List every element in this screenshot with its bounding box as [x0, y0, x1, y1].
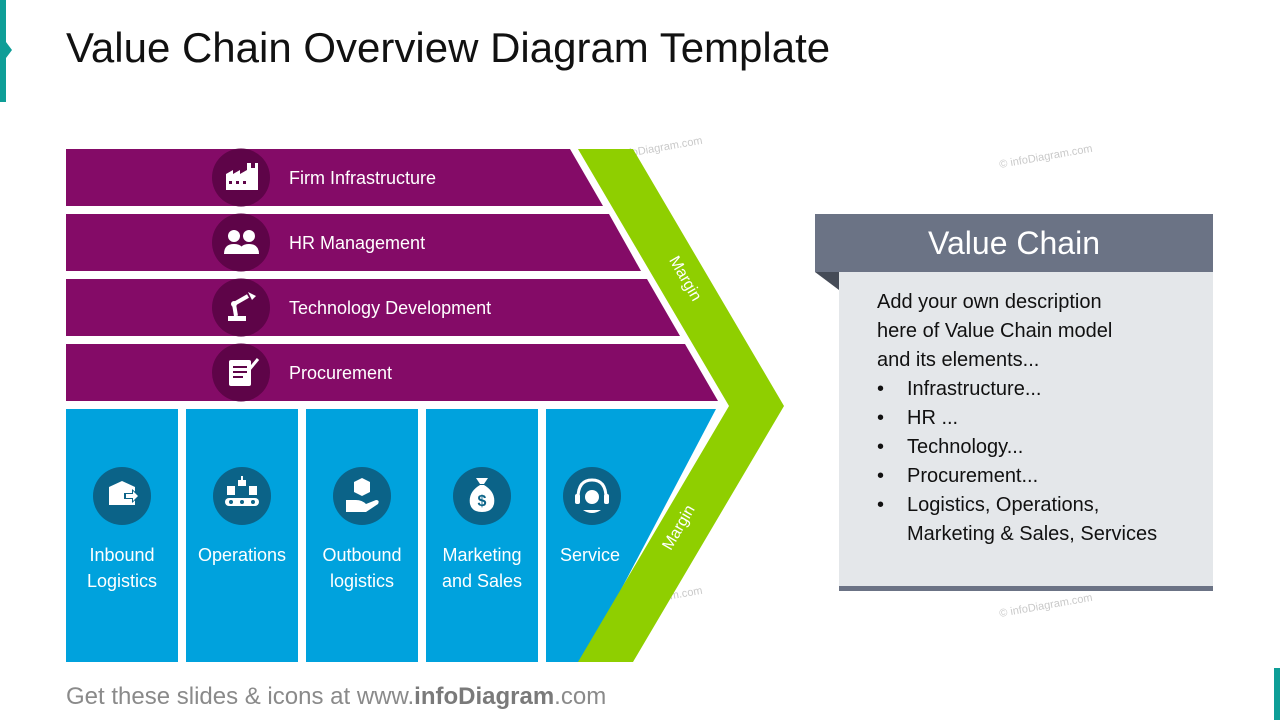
contract-icon [229, 358, 260, 386]
description-panel: Add your own description here of Value C… [839, 272, 1213, 591]
icon-badge [213, 467, 271, 525]
primary-label-line1: Operations [198, 545, 286, 565]
people-icon [224, 230, 259, 254]
svg-text:$: $ [478, 493, 487, 510]
accent-notch [6, 42, 12, 58]
primary-column [186, 409, 298, 662]
primary-column [426, 409, 538, 662]
footer-link[interactable]: Get these slides & icons at www.infoDiag… [66, 683, 606, 711]
icon-badge [212, 213, 270, 272]
primary-label-line2: and Sales [442, 571, 522, 591]
support-activity-firm-infrastructure[interactable]: Firm Infrastructure [66, 148, 603, 207]
box-hand-icon [346, 478, 379, 512]
bullet-item: Technology... [877, 433, 1213, 462]
bullet-item: Logistics, Operations, Marketing & Sales… [877, 491, 1213, 549]
factory-icon [226, 163, 258, 190]
panel-bullet-list: Infrastructure... HR ... Technology... P… [839, 375, 1213, 549]
description-line: and its elements... [877, 349, 1040, 371]
watermark: © infoDiagram.com [998, 143, 1093, 171]
support-activity-hr-management[interactable]: HR Management [66, 213, 641, 272]
footer-suffix: .com [554, 683, 607, 710]
accent-bar-right [1274, 668, 1280, 720]
watermark: © infoDiagram.com [998, 592, 1093, 620]
page-title: Value Chain Overview Diagram Template [66, 24, 831, 71]
description-line: here of Value Chain model [877, 320, 1113, 342]
support-activity-procurement[interactable]: Procurement [66, 343, 718, 402]
primary-label-line1: Inbound [89, 545, 154, 565]
support-label: Firm Infrastructure [289, 168, 436, 188]
box-arrow-in-icon [109, 481, 140, 505]
support-activity-technology-development[interactable]: Technology Development [66, 278, 680, 337]
robot-arm-icon [228, 292, 256, 321]
primary-column [66, 409, 178, 662]
panel-description: Add your own description here of Value C… [877, 288, 1193, 375]
primary-label-line1: Outbound [322, 545, 401, 565]
panel-fold [815, 272, 839, 290]
bullet-item: Infrastructure... [877, 375, 1213, 404]
icon-badge [212, 278, 270, 337]
primary-activity-outbound-logistics[interactable]: Outbound logistics [306, 409, 418, 662]
primary-label-line2: Logistics [87, 571, 157, 591]
footer-brand: infoDiagram [414, 683, 555, 710]
accent-bar-left [0, 0, 6, 102]
headset-icon [575, 478, 609, 513]
support-label: Procurement [289, 363, 392, 383]
support-bar [66, 214, 641, 271]
primary-column [306, 409, 418, 662]
bullet-item: Procurement... [877, 462, 1213, 491]
primary-activity-service[interactable]: Service [546, 409, 716, 662]
primary-label-line2: logistics [330, 571, 394, 591]
margin-shape [578, 149, 784, 662]
panel-title: Value Chain [815, 214, 1213, 272]
bullet-item: HR ... [877, 404, 1213, 433]
primary-label-line1: Service [560, 545, 620, 565]
description-line: Add your own description [877, 291, 1102, 313]
primary-activity-inbound-logistics[interactable]: Inbound Logistics [66, 409, 178, 662]
primary-label-line1: Marketing [442, 545, 521, 565]
support-label: Technology Development [289, 298, 491, 318]
support-label: HR Management [289, 233, 425, 253]
support-bar [66, 149, 603, 206]
footer-prefix: Get these slides & icons at www. [66, 683, 415, 710]
primary-activity-marketing-and-sales[interactable]: $ Marketing and Sales [426, 409, 538, 662]
money-bag-icon: $ [469, 478, 495, 512]
primary-activity-operations[interactable]: Operations [186, 409, 298, 662]
conveyor-icon [225, 476, 259, 506]
